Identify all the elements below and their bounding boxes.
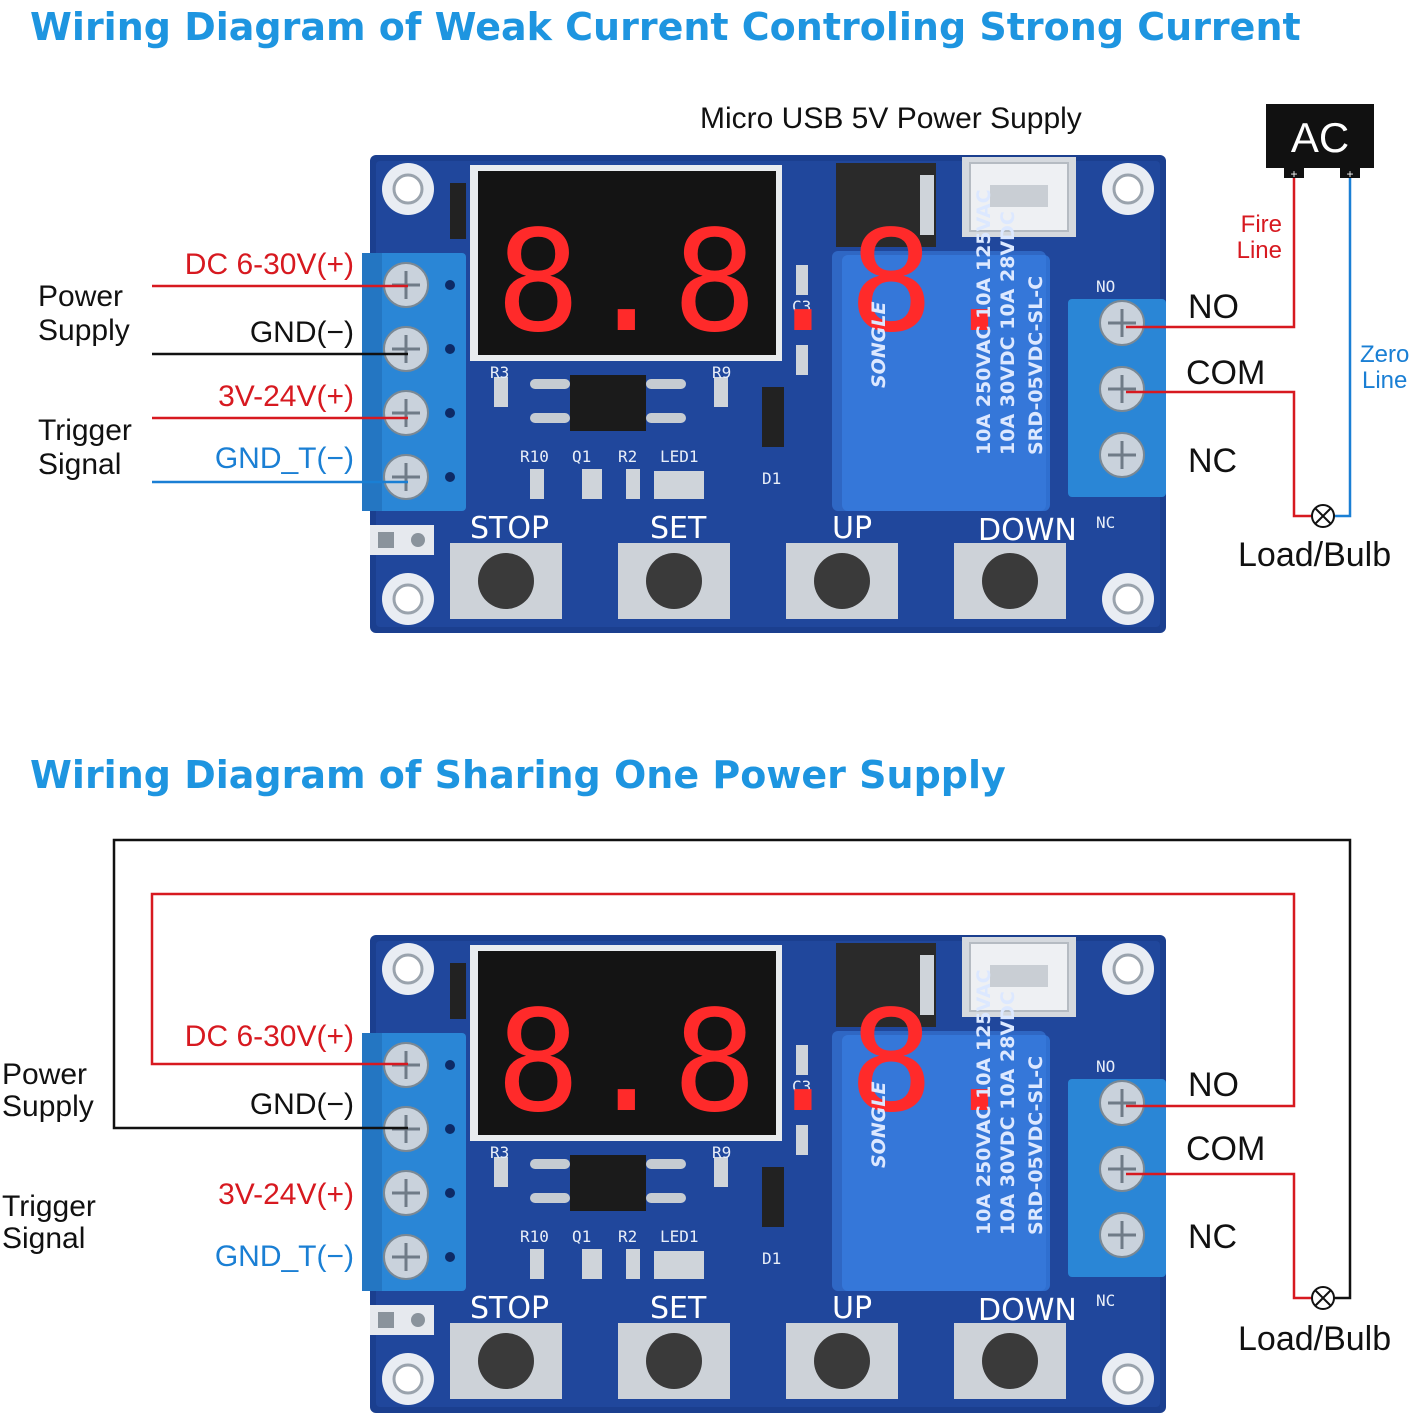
svg-text:DC 6-30V(+): DC 6-30V(+) <box>185 1020 354 1053</box>
svg-text:AC: AC <box>1291 114 1349 161</box>
svg-text:NO: NO <box>1096 277 1115 296</box>
svg-text:C3: C3 <box>792 1077 811 1096</box>
svg-text:R3: R3 <box>490 1143 509 1162</box>
svg-text:GND(−): GND(−) <box>250 1088 354 1121</box>
svg-text:NC: NC <box>1096 513 1115 532</box>
svg-text:NC: NC <box>1188 1218 1237 1256</box>
svg-text:Zero: Zero <box>1360 341 1409 368</box>
up-button-label: UP <box>832 1291 872 1326</box>
svg-text:Supply: Supply <box>38 314 130 347</box>
diagram2-relay-terminal-labels: NO COM NC <box>1186 1066 1265 1256</box>
svg-text:+: + <box>1290 167 1297 181</box>
seven-segment-display: 8.8.8. <box>496 981 1026 1144</box>
svg-text:COM: COM <box>1186 354 1265 392</box>
set-button-label: SET <box>650 1291 707 1326</box>
bulb-icon <box>1311 1286 1335 1310</box>
diagram1-title: Wiring Diagram of Weak Current Controlin… <box>30 5 1301 49</box>
svg-text:Line: Line <box>1362 367 1407 394</box>
svg-text:3V-24V(+): 3V-24V(+) <box>218 1178 354 1211</box>
svg-text:Trigger: Trigger <box>38 414 132 447</box>
svg-text:Trigger: Trigger <box>2 1190 96 1223</box>
svg-text:GND_T(−): GND_T(−) <box>215 442 354 475</box>
down-button-label: DOWN <box>978 1293 1077 1328</box>
usb-power-label: Micro USB 5V Power Supply <box>700 102 1082 135</box>
board1-silkscreen: R3 R9 R10 Q1 R2 LED1 D1 C3 NO NC STOP SE… <box>470 189 1115 548</box>
svg-text:Fire: Fire <box>1241 211 1282 238</box>
stop-button-label: STOP <box>470 1291 549 1326</box>
svg-text:SRD-05VDC-SL-C: SRD-05VDC-SL-C <box>1025 1056 1047 1235</box>
svg-text:Q1: Q1 <box>572 1227 591 1246</box>
svg-text:Signal: Signal <box>2 1222 85 1255</box>
up-button-label: UP <box>832 511 872 546</box>
fire-line-label: Fire Line <box>1237 211 1282 264</box>
diagram2-wires <box>112 838 1352 1300</box>
svg-text:10A 250VAC 10A 125VAC: 10A 250VAC 10A 125VAC <box>973 189 995 455</box>
relay-markings: 10A 250VAC 10A 125VAC 10A 30VDC 10A 28VD… <box>973 189 1047 455</box>
svg-text:D1: D1 <box>762 469 781 488</box>
ac-source: AC + + <box>1266 104 1374 181</box>
diagram1-output-wires <box>1126 178 1352 518</box>
svg-text:LED1: LED1 <box>660 1227 699 1246</box>
svg-text:DC 6-30V(+): DC 6-30V(+) <box>185 248 354 281</box>
set-button-label: SET <box>650 511 707 546</box>
svg-text:Supply: Supply <box>2 1090 94 1123</box>
svg-text:R10: R10 <box>520 447 549 466</box>
svg-text:Power: Power <box>38 280 123 313</box>
svg-text:R2: R2 <box>618 1227 637 1246</box>
svg-text:GND(−): GND(−) <box>250 316 354 349</box>
svg-text:R10: R10 <box>520 1227 549 1246</box>
stop-button-label: STOP <box>470 511 549 546</box>
bulb-icon <box>1311 504 1335 528</box>
svg-text:NO: NO <box>1188 1066 1239 1104</box>
svg-text:NO: NO <box>1188 288 1239 326</box>
diagram1-relay-terminal-labels: NO COM NC <box>1186 288 1265 480</box>
svg-text:COM: COM <box>1186 1130 1265 1168</box>
diagram1-input-wires <box>152 284 408 484</box>
load-bulb-label-2: Load/Bulb <box>1238 1320 1391 1358</box>
svg-text:10A 30VDC 10A 28VDC: 10A 30VDC 10A 28VDC <box>997 991 1019 1235</box>
svg-text:NC: NC <box>1096 1291 1115 1310</box>
svg-text:R2: R2 <box>618 447 637 466</box>
svg-text:10A 30VDC 10A 28VDC: 10A 30VDC 10A 28VDC <box>997 211 1019 455</box>
svg-text:GND_T(−): GND_T(−) <box>215 1240 354 1273</box>
diagram2-title: Wiring Diagram of Sharing One Power Supp… <box>30 753 1006 797</box>
svg-text:LED1: LED1 <box>660 447 699 466</box>
svg-text:R3: R3 <box>490 363 509 382</box>
down-button-label: DOWN <box>978 513 1077 548</box>
relay-brand: SONGLE <box>868 302 890 388</box>
svg-text:Signal: Signal <box>38 448 121 481</box>
zero-line-label: Zero Line <box>1360 341 1409 394</box>
seven-segment-display: 8.8.8. <box>496 201 1026 364</box>
svg-text:Q1: Q1 <box>572 447 591 466</box>
relay-markings: 10A 250VAC 10A 125VAC 10A 30VDC 10A 28VD… <box>973 969 1047 1235</box>
svg-text:+: + <box>1346 167 1353 181</box>
svg-text:10A 250VAC 10A 125VAC: 10A 250VAC 10A 125VAC <box>973 969 995 1235</box>
diagram1-left-labels: Power Supply Trigger Signal DC 6-30V(+) … <box>38 248 354 481</box>
diagram2-left-labels: Power Supply Trigger Signal DC 6-30V(+) … <box>2 1020 354 1273</box>
svg-text:R9: R9 <box>712 363 731 382</box>
svg-text:R9: R9 <box>712 1143 731 1162</box>
svg-text:NO: NO <box>1096 1057 1115 1076</box>
svg-text:Power: Power <box>2 1058 87 1091</box>
svg-text:Line: Line <box>1237 237 1282 264</box>
svg-text:C3: C3 <box>792 297 811 316</box>
svg-text:SRD-05VDC-SL-C: SRD-05VDC-SL-C <box>1025 276 1047 455</box>
board2-silkscreen: R3 R9 R10 Q1 R2 LED1 D1 C3 NO NC STOP SE… <box>470 969 1115 1328</box>
relay-brand: SONGLE <box>868 1082 890 1168</box>
svg-text:D1: D1 <box>762 1249 781 1268</box>
load-bulb-label-1: Load/Bulb <box>1238 536 1391 574</box>
svg-text:NC: NC <box>1188 442 1237 480</box>
svg-text:3V-24V(+): 3V-24V(+) <box>218 380 354 413</box>
